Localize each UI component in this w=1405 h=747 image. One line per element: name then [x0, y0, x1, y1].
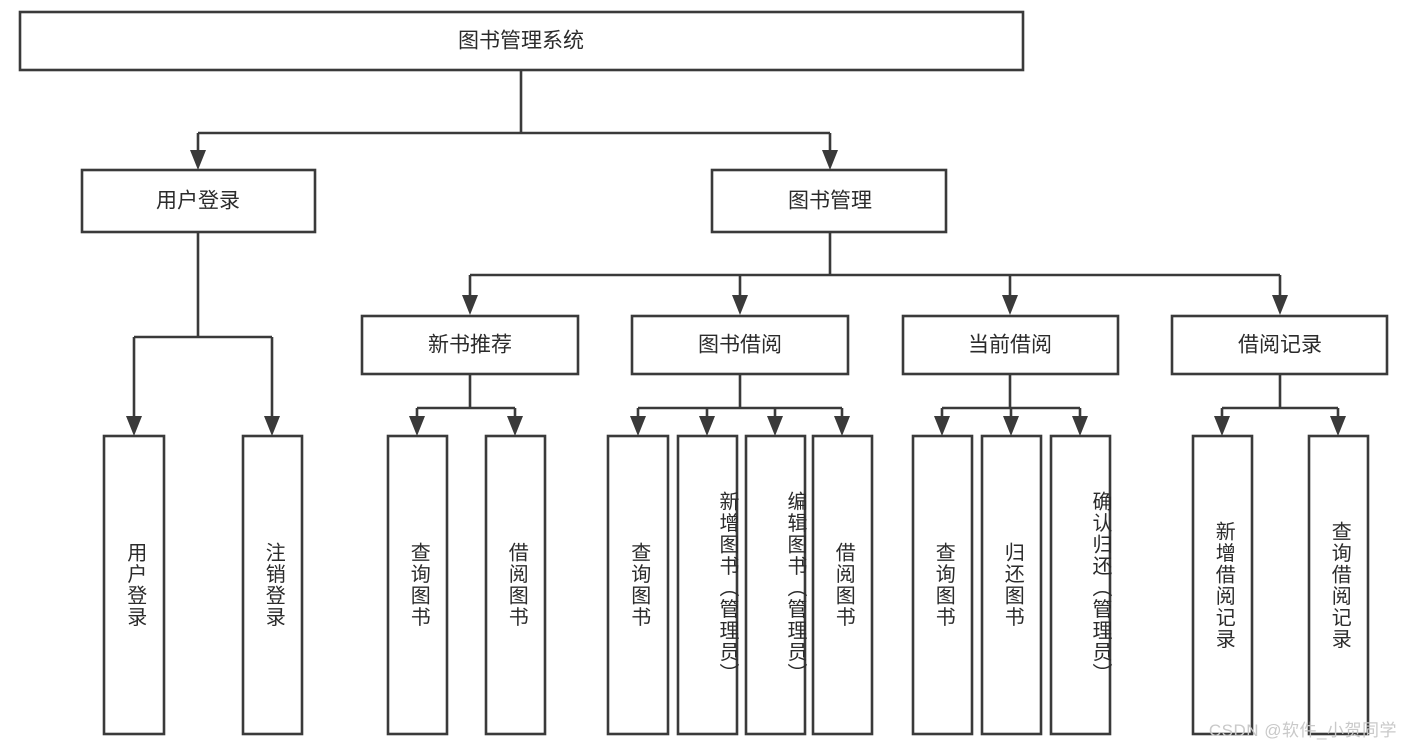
connector-root-to-level1 — [190, 70, 838, 170]
node-current-borrow-label: 当前借阅 — [968, 334, 1052, 357]
node-leaf-confirm-return[interactable] — [1049, 434, 1112, 736]
connector-userlogin-to-leaves — [126, 232, 280, 436]
node-leaf-query-book-1[interactable] — [386, 434, 449, 736]
node-borrow-record-label: 借阅记录 — [1238, 334, 1322, 357]
node-user-login-label: 用户登录 — [156, 190, 240, 213]
node-book-borrow-label: 图书借阅 — [698, 334, 782, 357]
node-leaf-borrow-book-2[interactable] — [811, 434, 874, 736]
node-leaf-query-book-3[interactable] — [911, 434, 974, 736]
node-leaf-user-login[interactable] — [102, 434, 166, 736]
node-leaf-add-book[interactable] — [676, 434, 739, 736]
node-leaf-borrow-book-1[interactable] — [484, 434, 547, 736]
node-current-borrow[interactable] — [901, 314, 1120, 376]
node-user-login[interactable] — [80, 168, 317, 234]
connector-bookborrow-to-leaves — [630, 374, 850, 436]
node-new-book-recommend[interactable] — [360, 314, 580, 376]
connector-bookmanagement-to-level2 — [462, 232, 1288, 315]
node-borrow-record[interactable] — [1170, 314, 1389, 376]
node-book-borrow[interactable] — [630, 314, 850, 376]
node-leaf-query-record[interactable] — [1307, 434, 1370, 736]
csdn-watermark: CSDN @软件_小贺同学 — [1208, 721, 1397, 740]
connector-newbook-to-leaves — [409, 374, 523, 436]
node-book-management[interactable] — [710, 168, 948, 234]
node-leaf-query-book-2[interactable] — [606, 434, 670, 736]
node-root-label: 图书管理系统 — [458, 30, 584, 53]
node-leaf-user-logout[interactable] — [241, 434, 304, 736]
node-book-management-label: 图书管理 — [788, 190, 872, 213]
node-leaf-add-record[interactable] — [1191, 434, 1254, 736]
node-new-book-recommend-label: 新书推荐 — [428, 334, 512, 357]
node-root[interactable] — [18, 10, 1025, 72]
connector-currentborrow-to-leaves — [934, 374, 1088, 436]
node-leaf-return-book[interactable] — [980, 434, 1043, 736]
node-leaf-edit-book[interactable] — [744, 434, 807, 736]
connector-borrowrecord-to-leaves — [1214, 374, 1346, 436]
